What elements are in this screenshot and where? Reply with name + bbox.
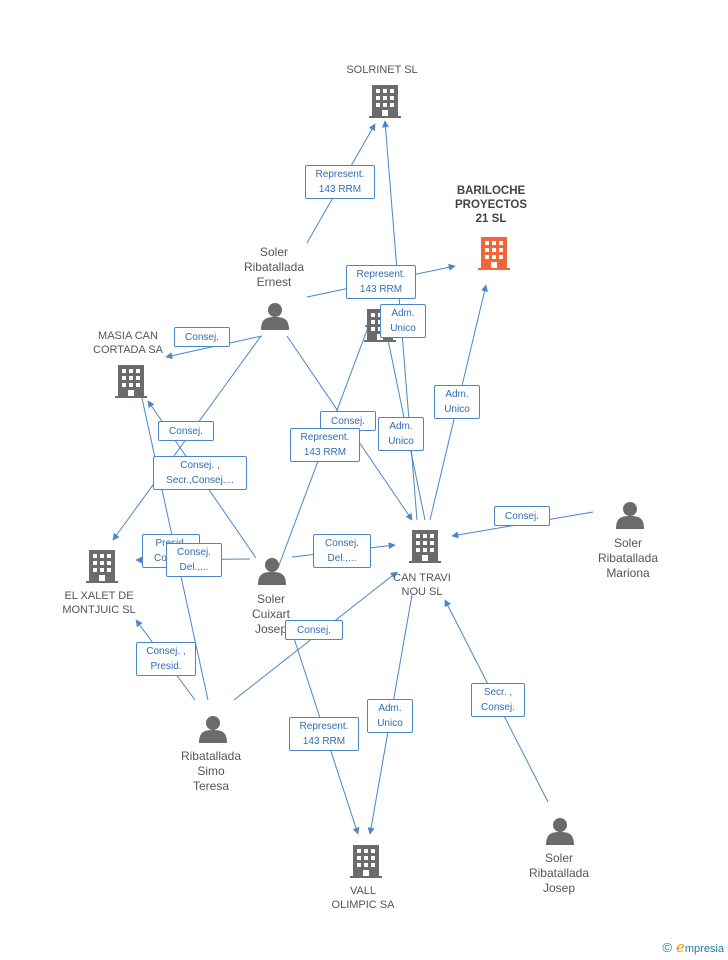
edge-label[interactable]: Represent.143 RRM: [290, 428, 360, 462]
edge-label[interactable]: Consej.: [494, 506, 550, 526]
edge-label[interactable]: Adm.Unico: [380, 304, 426, 338]
person-icon[interactable]: [616, 502, 644, 529]
edge-label[interactable]: Consej.Del.,...: [313, 534, 371, 568]
edge-label[interactable]: Represent.143 RRM: [289, 717, 359, 751]
edge-label[interactable]: Represent.143 RRM: [346, 265, 416, 299]
person-icon[interactable]: [546, 818, 574, 845]
person-icon[interactable]: [199, 716, 227, 743]
copyright-icon: ©: [662, 940, 672, 955]
building-icon[interactable]: [350, 845, 382, 878]
watermark: ©empresia: [662, 938, 724, 956]
edge-label[interactable]: Secr. ,Consej.: [471, 683, 525, 717]
edge-label[interactable]: Adm.Unico: [434, 385, 480, 419]
building-icon[interactable]: [369, 85, 401, 118]
building-icon[interactable]: [86, 550, 118, 583]
empresia-brand: mpresia: [684, 943, 724, 955]
edge-label[interactable]: Consej.Del.,...: [166, 543, 222, 577]
edge-label[interactable]: Adm.Unico: [378, 417, 424, 451]
building-icon[interactable]: [409, 530, 441, 563]
empresia-logo: e: [675, 938, 685, 956]
edge-label[interactable]: Consej. ,Presid.: [136, 642, 196, 676]
edge-label[interactable]: Consej. ,Secr.,Consej....: [153, 456, 247, 490]
edge-label[interactable]: Consej.: [174, 327, 230, 347]
building-icon[interactable]: [115, 365, 147, 398]
building-icon-highlight[interactable]: [478, 237, 510, 270]
edge-label[interactable]: Adm.Unico: [367, 699, 413, 733]
person-icon[interactable]: [261, 303, 289, 330]
edge-label[interactable]: Consej.: [158, 421, 214, 441]
edge-label[interactable]: Consej.: [285, 620, 343, 640]
node-label-solrinet[interactable]: SOLRINET SL: [346, 64, 418, 76]
edge-label[interactable]: Represent.143 RRM: [305, 165, 375, 199]
person-icon[interactable]: [258, 558, 286, 585]
